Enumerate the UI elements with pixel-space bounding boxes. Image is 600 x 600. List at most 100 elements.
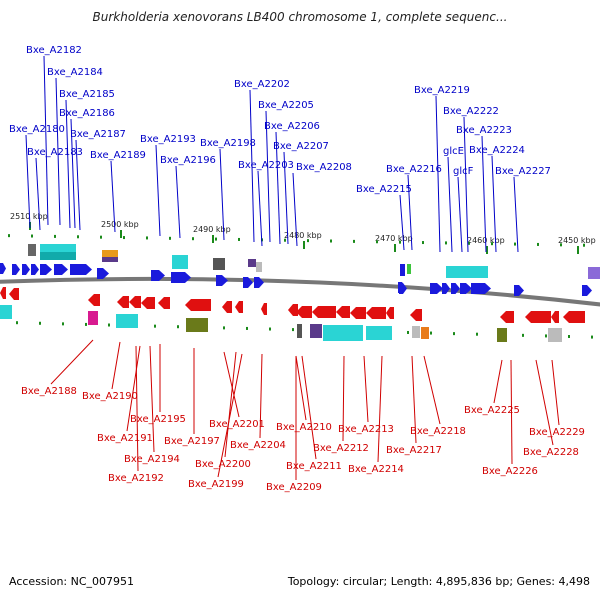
reverse-gene-arrow	[410, 309, 422, 321]
minor-tick-top	[560, 243, 562, 247]
reverse-gene-label: Bxe_A2218	[410, 426, 466, 437]
forward-gene-label: Bxe_A2219	[414, 85, 470, 96]
reverse-label-leader	[301, 355, 317, 460]
minor-tick-top	[330, 239, 332, 243]
forward-label-leader	[249, 89, 255, 243]
forward-label-leader	[407, 174, 413, 251]
forward-gene-arrow	[216, 275, 228, 286]
reverse-gene-label: Bxe_A2212	[313, 443, 369, 454]
reverse-gene-label: Bxe_A2209	[266, 482, 322, 493]
minor-tick-top	[583, 243, 585, 247]
reverse-label-leader	[551, 359, 560, 426]
reverse-gene-arrow	[222, 301, 232, 313]
feature-box-bottom	[497, 328, 507, 342]
forward-gene-arrow	[40, 264, 52, 275]
forward-gene-arrow	[0, 263, 6, 274]
scale-label: 2510 kbp	[10, 212, 48, 221]
reverse-gene-label: Bxe_A2201	[209, 419, 265, 430]
forward-gene-label: Bxe_A2180	[9, 124, 65, 135]
reverse-gene-label: Bxe_A2197	[164, 436, 220, 447]
feature-box-bottom	[88, 311, 98, 325]
minor-tick-top	[353, 239, 355, 243]
feature-box-top	[40, 244, 76, 252]
minor-tick-bottom	[62, 322, 64, 326]
scale-label: 2450 kbp	[558, 236, 596, 245]
forward-label-leader	[65, 99, 71, 229]
reverse-gene-label: Bxe_A2214	[348, 464, 404, 475]
minor-tick-bottom	[154, 324, 156, 328]
feature-box-top	[28, 244, 36, 256]
reverse-gene-arrow	[141, 297, 155, 309]
minor-tick-bottom	[522, 333, 524, 337]
forward-gene-label: Bxe_A2207	[273, 141, 329, 152]
reverse-label-leader	[295, 355, 307, 421]
forward-label-leader	[265, 110, 271, 243]
forward-gene-arrow	[514, 285, 524, 296]
reverse-label-leader	[493, 359, 503, 404]
feature-box-bottom	[548, 328, 562, 342]
reverse-gene-arrow	[551, 311, 559, 323]
forward-gene-label: Bxe_A2202	[234, 79, 290, 90]
forward-label-leader	[513, 176, 519, 253]
minor-tick-top	[146, 236, 148, 240]
forward-label-leader	[110, 160, 116, 233]
reverse-gene-arrow	[500, 311, 514, 323]
scale-label: 2490 kbp	[193, 225, 231, 234]
forward-gene-arrow	[12, 264, 20, 275]
forward-label-leader	[292, 172, 298, 247]
forward-gene-arrow	[31, 264, 39, 275]
forward-gene-label: Bxe_A2227	[495, 166, 551, 177]
minor-tick-bottom	[545, 334, 547, 338]
minor-tick-bottom	[85, 322, 87, 326]
reverse-gene-label: Bxe_A2190	[82, 391, 138, 402]
minor-tick-top	[491, 242, 493, 246]
reverse-gene-arrow	[525, 311, 551, 323]
minor-tick-bottom	[453, 332, 455, 336]
forward-gene-label: Bxe_A2185	[59, 89, 115, 100]
feature-box-top	[102, 257, 118, 262]
forward-gene-label: glcF	[453, 166, 474, 177]
feature-box-top	[102, 250, 118, 257]
minor-tick-bottom	[476, 332, 478, 336]
forward-gene-label: Bxe_A2222	[443, 106, 499, 117]
forward-label-leader	[257, 170, 263, 247]
reverse-label-leader	[510, 359, 513, 465]
minor-tick-bottom	[591, 335, 593, 339]
feature-box-bottom	[297, 324, 302, 338]
forward-gene-label: Bxe_A2182	[26, 45, 82, 56]
forward-gene-label: Bxe_A2224	[469, 145, 525, 156]
feature-box-top	[40, 252, 76, 260]
forward-gene-label: Bxe_A2186	[59, 108, 115, 119]
forward-label-leader	[399, 194, 405, 251]
reverse-gene-arrow	[386, 307, 394, 319]
minor-tick-top	[123, 236, 125, 240]
reverse-gene-label: Bxe_A2213	[338, 424, 394, 435]
reverse-gene-label: Bxe_A2199	[188, 479, 244, 490]
forward-gene-arrow	[254, 277, 264, 288]
minor-tick-bottom	[177, 325, 179, 329]
forward-gene-label: Bxe_A2189	[90, 150, 146, 161]
reverse-gene-label: Bxe_A2191	[97, 433, 153, 444]
feature-box-top	[248, 259, 256, 267]
minor-tick-top	[169, 236, 171, 240]
forward-gene-arrow	[70, 264, 92, 275]
reverse-label-leader	[377, 355, 383, 463]
forward-label-leader	[283, 151, 289, 245]
forward-gene-label: Bxe_A2223	[456, 125, 512, 136]
scale-label: 2470 kbp	[375, 234, 413, 243]
reverse-gene-label: Bxe_A2210	[276, 422, 332, 433]
forward-gene-arrow	[399, 283, 407, 294]
reverse-label-leader	[135, 345, 139, 472]
minor-tick-top	[284, 238, 286, 242]
forward-gene-arrow	[22, 264, 30, 275]
feature-box-top	[172, 255, 188, 269]
reverse-gene-label: Bxe_A2195	[130, 414, 186, 425]
reverse-gene-arrow	[9, 288, 19, 300]
reverse-gene-arrow	[129, 296, 141, 308]
minor-tick-bottom	[430, 331, 432, 335]
minor-tick-top	[192, 237, 194, 241]
forward-label-leader	[175, 165, 181, 239]
forward-gene-label: Bxe_A2215	[356, 184, 412, 195]
reverse-gene-arrow	[296, 306, 312, 318]
reverse-label-leader	[149, 345, 155, 453]
